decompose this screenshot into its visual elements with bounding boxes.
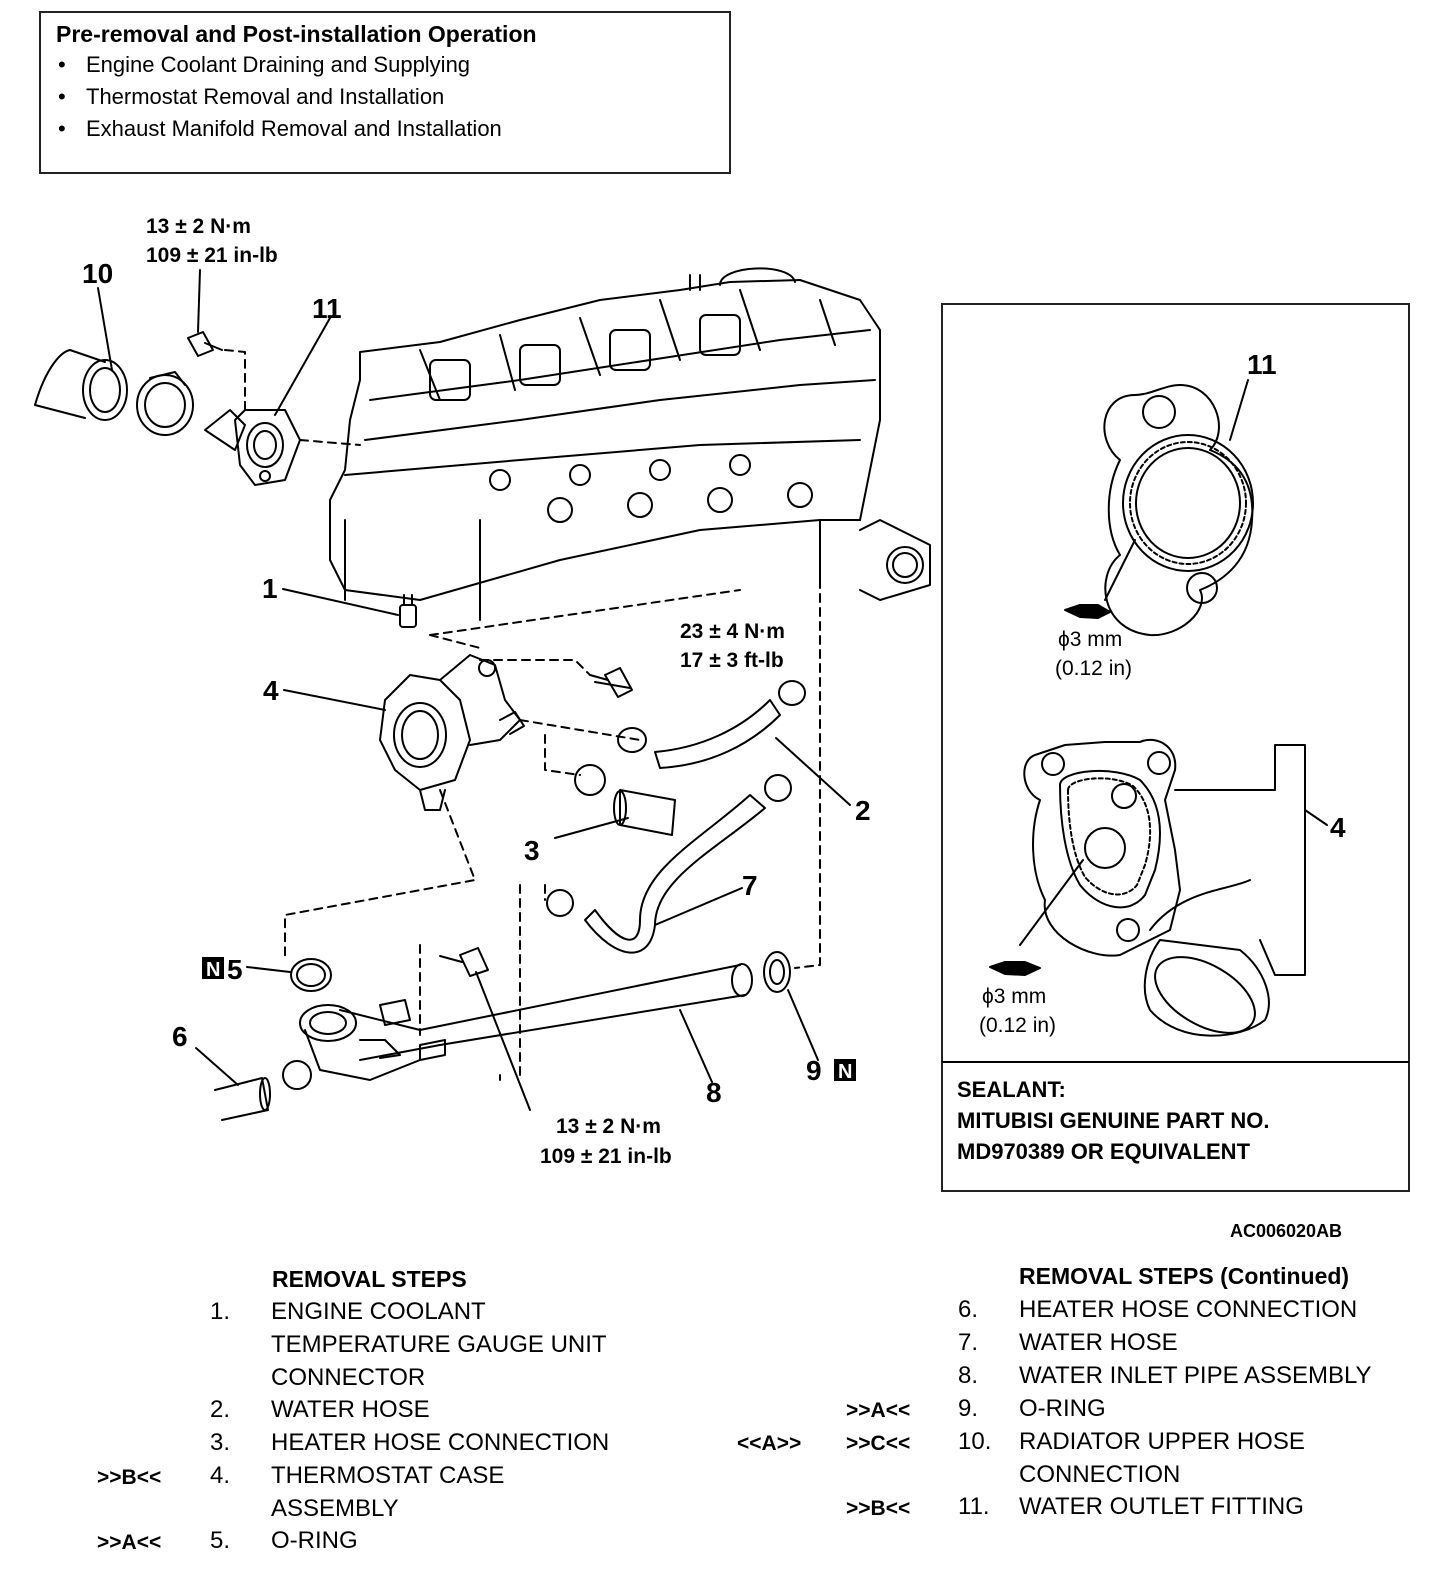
temperature-gauge-connector — [399, 594, 417, 628]
callout-7: 7 — [742, 870, 758, 901]
torque-bottom-inlb: 109 ± 21 in-lb — [540, 1145, 672, 1168]
torque-bottom-nm: 13 ± 2 N·m — [556, 1115, 661, 1138]
sealant-title: SEALANT: — [957, 1077, 1066, 1102]
torque-mid-nm: 23 ± 4 N·m — [680, 620, 785, 643]
non-reusable-mark — [202, 957, 856, 1081]
callout-11: 11 — [312, 293, 342, 324]
bead-size-label: ϕ3 mm — [1058, 628, 1122, 651]
water-hose-2 — [654, 699, 781, 769]
bead-size-inch-label: (0.12 in) — [1055, 657, 1132, 680]
bolt — [589, 667, 633, 698]
list-item: •Engine Coolant Draining and Supplying — [56, 49, 502, 81]
callout-6: 6 — [172, 1021, 188, 1052]
inset-outlet-fitting — [1064, 379, 1254, 637]
n-mark-5: N — [206, 959, 220, 981]
bolt — [187, 331, 223, 357]
bullet-icon: • — [58, 84, 66, 109]
hose-clamp — [282, 1060, 312, 1090]
inset-thermostat-case — [989, 738, 1328, 1037]
radiator-upper-hose — [34, 349, 128, 421]
inset-callout-4: 4 — [1330, 812, 1346, 843]
pre-removal-title: Pre-removal and Post-installation Operat… — [56, 21, 537, 47]
removal-steps-continued-header: REMOVAL STEPS (Continued) — [1019, 1263, 1350, 1289]
bolt — [439, 947, 489, 977]
heater-hose-3 — [619, 789, 676, 836]
removal-steps-header: REMOVAL STEPS — [272, 1266, 467, 1292]
water-outlet-fitting — [204, 409, 301, 486]
sealant-note: SEALANT: MITUBISI GENUINE PART NO. MD970… — [957, 1074, 1270, 1167]
callout-3: 3 — [524, 835, 540, 866]
pre-removal-box: Pre-removal and Post-installation Operat… — [39, 11, 731, 174]
hose-clamp — [574, 764, 606, 796]
hose-clamp — [546, 889, 574, 917]
callout-1: 1 — [262, 573, 278, 604]
o-ring-9 — [763, 951, 791, 993]
callout-2: 2 — [855, 795, 871, 826]
callout-5: 5 — [227, 954, 243, 985]
torque-top-inlb: 109 ± 21 in-lb — [146, 244, 278, 267]
sealant-part-name: MITUBISI GENUINE PART NO. — [957, 1108, 1270, 1133]
engine-block-illustration — [329, 267, 931, 621]
callout-8: 8 — [706, 1077, 722, 1108]
bullet-icon: • — [58, 52, 66, 77]
torque-mid-ftlb: 17 ± 3 ft-lb — [680, 649, 784, 672]
inset-callout-11: 11 — [1247, 349, 1277, 380]
list-item: •Thermostat Removal and Installation — [56, 81, 502, 113]
sealant-inset-box — [941, 303, 1410, 1192]
sealant-part-number: MD970389 OR EQUIVALENT — [957, 1139, 1251, 1164]
hose-clamp — [136, 371, 194, 436]
callout-10: 10 — [82, 258, 113, 289]
hose-clamp — [778, 680, 806, 706]
pre-removal-list: •Engine Coolant Draining and Supplying •… — [56, 49, 502, 145]
water-hose-7 — [584, 794, 766, 954]
thermostat-case-assembly — [379, 654, 525, 811]
figure-id: AC006020AB — [1230, 1221, 1343, 1241]
water-inlet-pipe-assembly — [299, 963, 753, 1081]
hose-clamp — [617, 727, 647, 753]
heater-hose-6 — [214, 1077, 269, 1121]
callout-9: 9 — [806, 1055, 822, 1086]
bead-size-label: ϕ3 mm — [982, 985, 1046, 1008]
n-mark-9: N — [838, 1061, 852, 1083]
torque-top-nm: 13 ± 2 N·m — [146, 215, 251, 238]
list-item: •Exhaust Manifold Removal and Installati… — [56, 113, 502, 145]
bead-size-inch-label: (0.12 in) — [979, 1014, 1056, 1037]
callout-4: 4 — [263, 675, 279, 706]
o-ring-5 — [290, 958, 332, 992]
hose-clamp — [764, 774, 792, 802]
bullet-icon: • — [58, 116, 66, 141]
